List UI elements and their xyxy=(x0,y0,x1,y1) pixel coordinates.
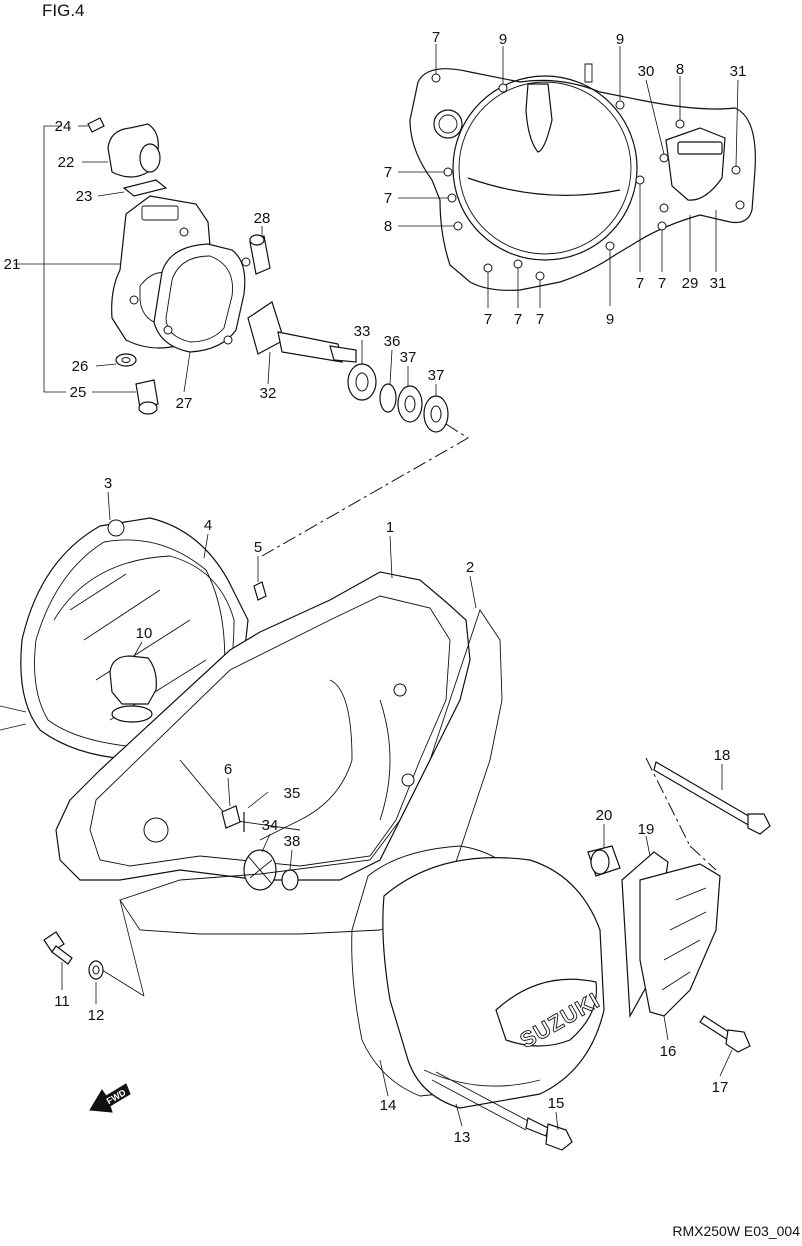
part-label-36: 36 xyxy=(384,333,401,350)
part-label-37: 37 xyxy=(428,367,445,384)
part-label-32: 32 xyxy=(260,385,277,402)
guard-and-bolts xyxy=(587,757,771,1077)
part-label-30: 30 xyxy=(638,63,655,80)
part-label-27: 27 xyxy=(176,395,193,412)
part-label-25: 25 xyxy=(70,384,87,401)
part-label-7: 7 xyxy=(514,311,522,328)
part-label-11: 11 xyxy=(54,993,70,1010)
part-label-24: 24 xyxy=(55,118,72,135)
part-label-5: 5 xyxy=(254,539,262,556)
figure-title: FIG.4 xyxy=(42,1,85,20)
figure-code: RMX250W E03_004 xyxy=(672,1223,800,1239)
part-label-9: 9 xyxy=(606,311,614,328)
part-label-13: 13 xyxy=(454,1129,471,1146)
part-label-7: 7 xyxy=(432,29,440,46)
part-label-31: 31 xyxy=(710,275,727,292)
part-label-37: 37 xyxy=(400,349,417,366)
part-label-38: 38 xyxy=(284,833,301,850)
crankcase-cover-main xyxy=(0,491,503,997)
part-label-14: 14 xyxy=(380,1097,397,1114)
part-label-33: 33 xyxy=(354,323,371,340)
part-label-12: 12 xyxy=(88,1007,105,1024)
part-label-17: 17 xyxy=(712,1079,729,1096)
part-label-7: 7 xyxy=(484,311,492,328)
part-label-4: 4 xyxy=(204,517,212,534)
part-label-3: 3 xyxy=(104,475,112,492)
part-label-18: 18 xyxy=(714,747,731,764)
leaders-top-right xyxy=(398,44,739,308)
part-label-7: 7 xyxy=(636,275,644,292)
part-label-8: 8 xyxy=(384,218,392,235)
part-label-19: 19 xyxy=(638,821,655,838)
part-label-1: 1 xyxy=(386,519,394,536)
part-label-35: 35 xyxy=(284,785,301,802)
part-label-28: 28 xyxy=(254,210,271,227)
part-label-9: 9 xyxy=(499,31,507,48)
part-label-21: 21 xyxy=(4,256,21,273)
part-label-23: 23 xyxy=(76,188,93,205)
magneto-cover: SUZUKI xyxy=(351,845,605,1127)
part-label-6: 6 xyxy=(224,761,232,778)
part-label-15: 15 xyxy=(548,1095,565,1112)
part-label-34: 34 xyxy=(262,817,279,834)
part-label-7: 7 xyxy=(384,164,392,181)
part-label-7: 7 xyxy=(658,275,666,292)
bolt-15 xyxy=(431,1071,573,1151)
part-label-26: 26 xyxy=(72,358,89,375)
bolt-and-washer-11-12 xyxy=(43,931,104,1004)
forward-arrow-icon: FWD xyxy=(89,1083,131,1113)
water-pump-group xyxy=(14,117,469,557)
part-label-31: 31 xyxy=(730,63,747,80)
part-label-22: 22 xyxy=(58,154,75,171)
part-label-20: 20 xyxy=(596,807,613,824)
part-label-8: 8 xyxy=(676,61,684,78)
part-label-29: 29 xyxy=(682,275,699,292)
part-label-16: 16 xyxy=(660,1043,677,1060)
part-label-2: 2 xyxy=(466,559,474,576)
part-label-7: 7 xyxy=(384,190,392,207)
clutch-cover-inner xyxy=(409,63,756,291)
part-label-7: 7 xyxy=(536,311,544,328)
part-labels: 7 9 9 30 8 31 7 7 8 7 7 29 31 7 7 7 9 24… xyxy=(4,29,747,1146)
part-label-10: 10 xyxy=(136,625,153,642)
part-label-9: 9 xyxy=(616,31,624,48)
